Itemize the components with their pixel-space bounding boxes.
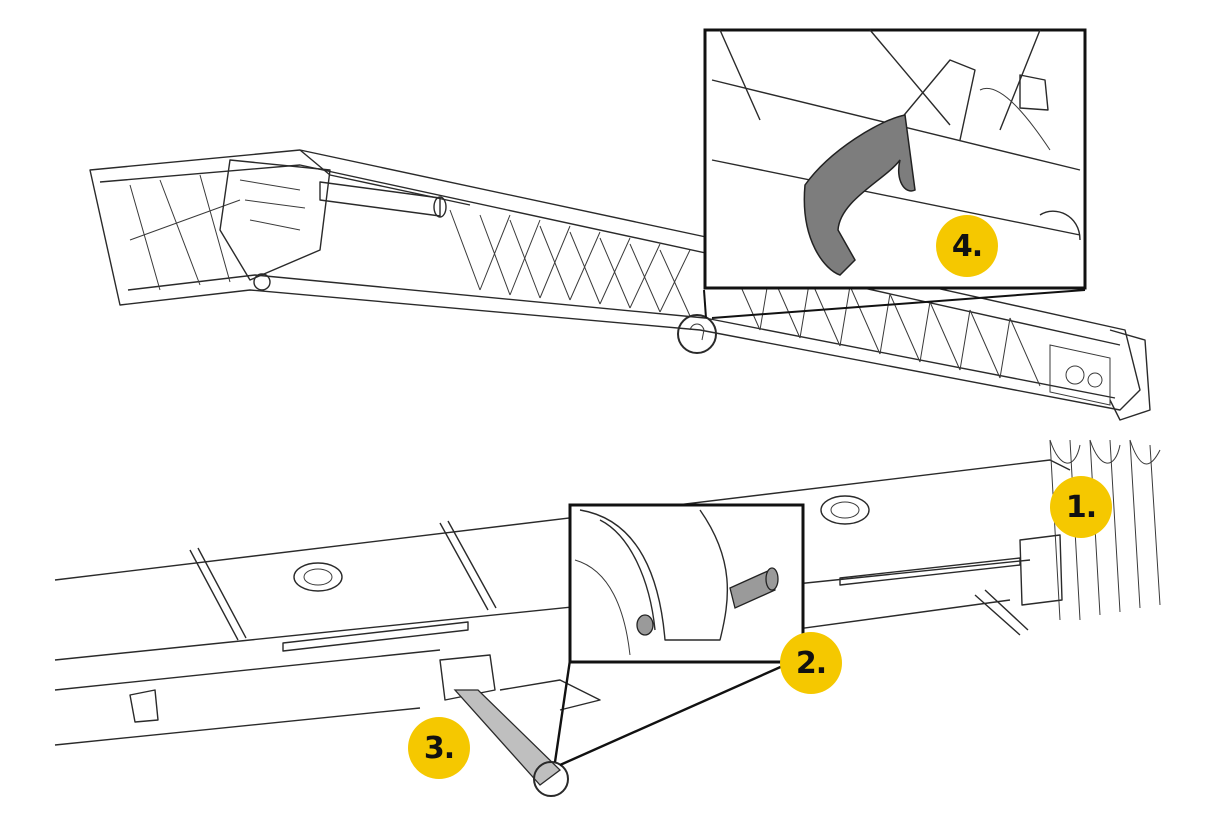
callout-2: 2.	[780, 632, 842, 694]
callout-4: 4.	[936, 215, 998, 277]
lattice-boom-drawing	[89, 149, 1151, 421]
callout-3: 3.	[408, 717, 470, 779]
callout-3-label: 3.	[423, 730, 455, 766]
telescopic-boom-drawing	[54, 439, 1161, 797]
hook-detail-inset	[703, 28, 1087, 290]
callout-4-label: 4.	[951, 228, 983, 264]
pin-detail-inset	[568, 503, 805, 664]
callout-1: 1.	[1050, 476, 1112, 538]
callout-2-label: 2.	[795, 645, 827, 681]
hook-part	[803, 114, 916, 276]
callout-1-label: 1.	[1065, 489, 1097, 525]
